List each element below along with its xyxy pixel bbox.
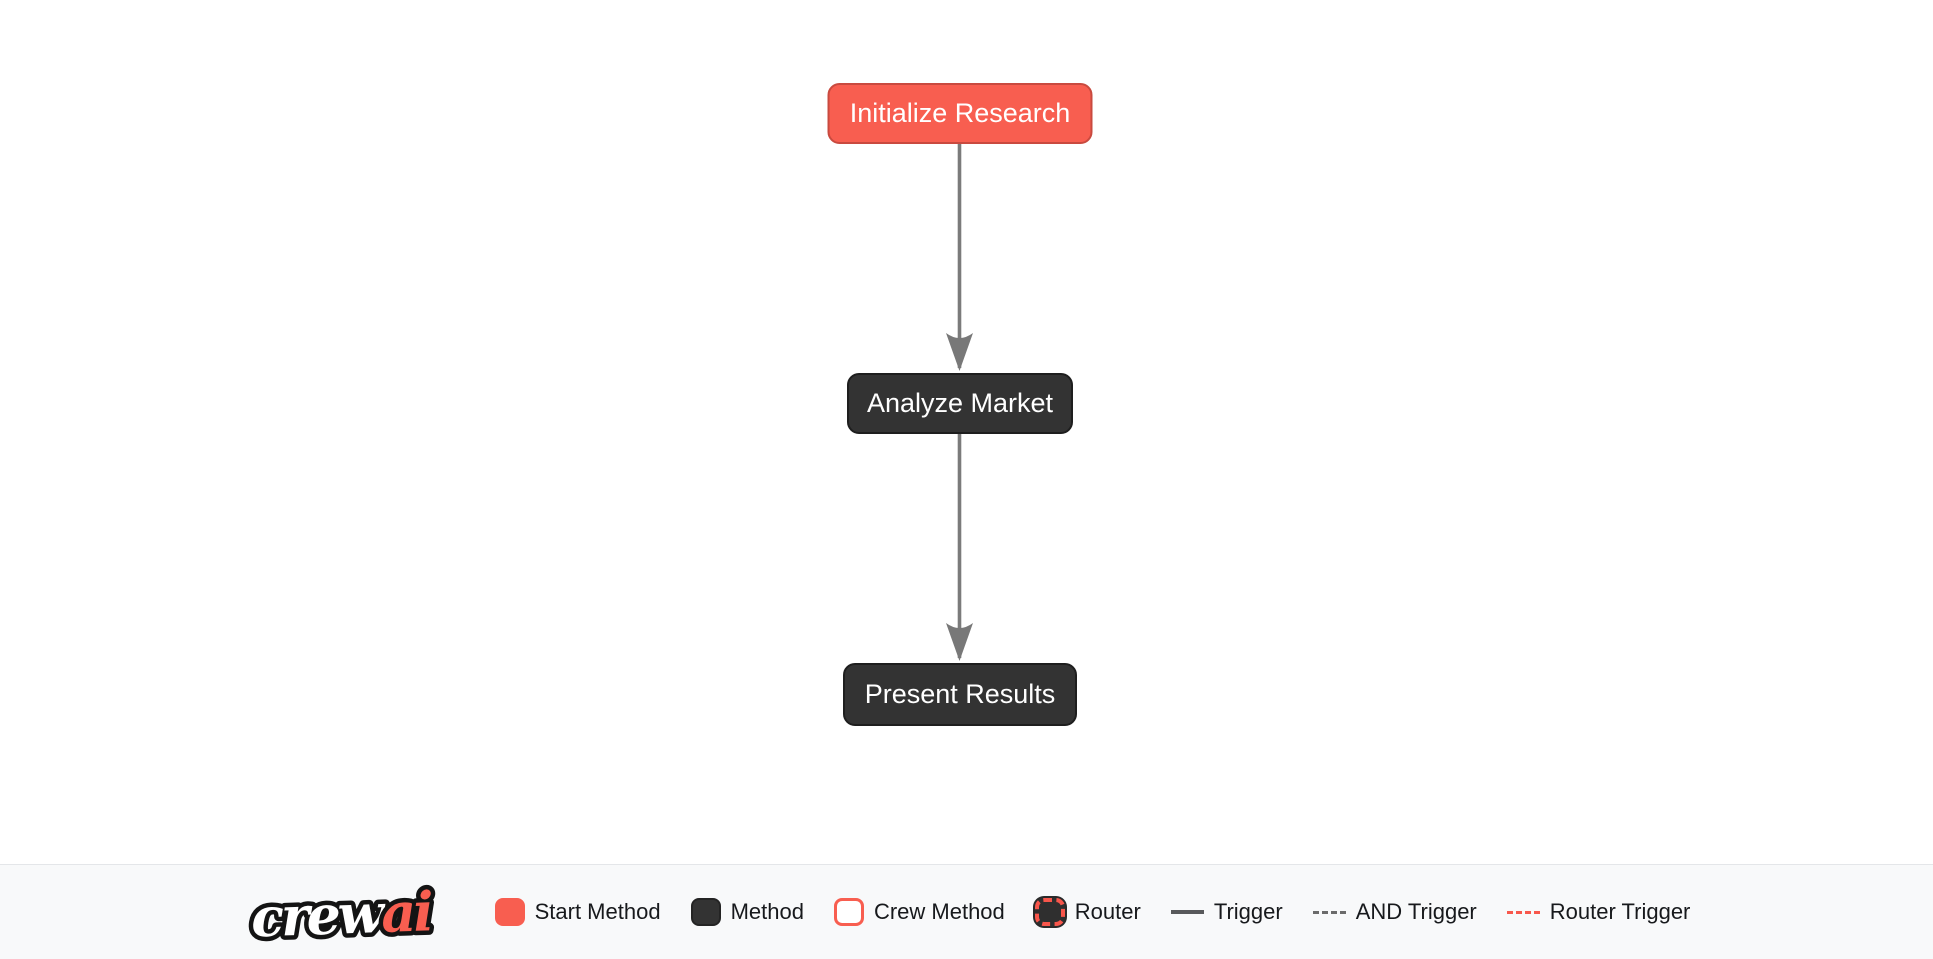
legend-item-start-method: Start Method [494,898,661,926]
arrowhead-icon [946,623,973,661]
legend-label: Trigger [1213,899,1283,924]
crewai-logo: crewai [243,871,461,953]
start-method-swatch-icon [494,898,525,926]
and-trigger-line-icon [1312,910,1346,914]
crewai-logo-icon: crewai [245,875,437,953]
crew-method-swatch-icon [833,898,864,926]
flow-node-analyze-market[interactable]: Analyze Market [847,373,1073,434]
logo-text-crew: crew [250,881,388,950]
trigger-line-icon [1170,910,1204,914]
legend-label: Start Method [534,899,661,924]
legend-label: Crew Method [873,899,1005,924]
legend-label: Router Trigger [1549,899,1691,924]
flow-node-label: Analyze Market [866,388,1054,418]
legend-item-router-trigger: Router Trigger [1506,899,1691,925]
legend-item-and-trigger: AND Trigger [1312,899,1477,925]
logo-text-ai: ai [380,879,433,945]
legend-bar: crewai Start Method Method Crew Method R… [0,864,1933,959]
flow-edges-canvas [946,144,973,661]
svg-text:crewai: crewai [250,879,433,949]
flow-node-initialize-research[interactable]: Initialize Research [827,83,1093,144]
flow-node-label: Present Results [864,679,1056,709]
legend-label: Method [730,899,804,924]
legend-item-trigger: Trigger [1170,899,1283,925]
router-swatch-icon [1034,898,1065,926]
legend-label: Router [1074,899,1141,924]
legend-item-router: Router [1034,898,1141,926]
router-trigger-line-icon [1506,910,1540,914]
flow-node-present-results[interactable]: Present Results [843,663,1077,726]
arrowhead-icon [946,333,973,371]
legend-item-crew-method: Crew Method [833,898,1005,926]
flow-canvas: Initialize Research Analyze Market Prese… [827,83,1093,726]
legend-label: AND Trigger [1355,899,1477,924]
method-swatch-icon [690,898,721,926]
legend-item-method: Method [690,898,804,926]
flow-node-label: Initialize Research [849,98,1071,128]
